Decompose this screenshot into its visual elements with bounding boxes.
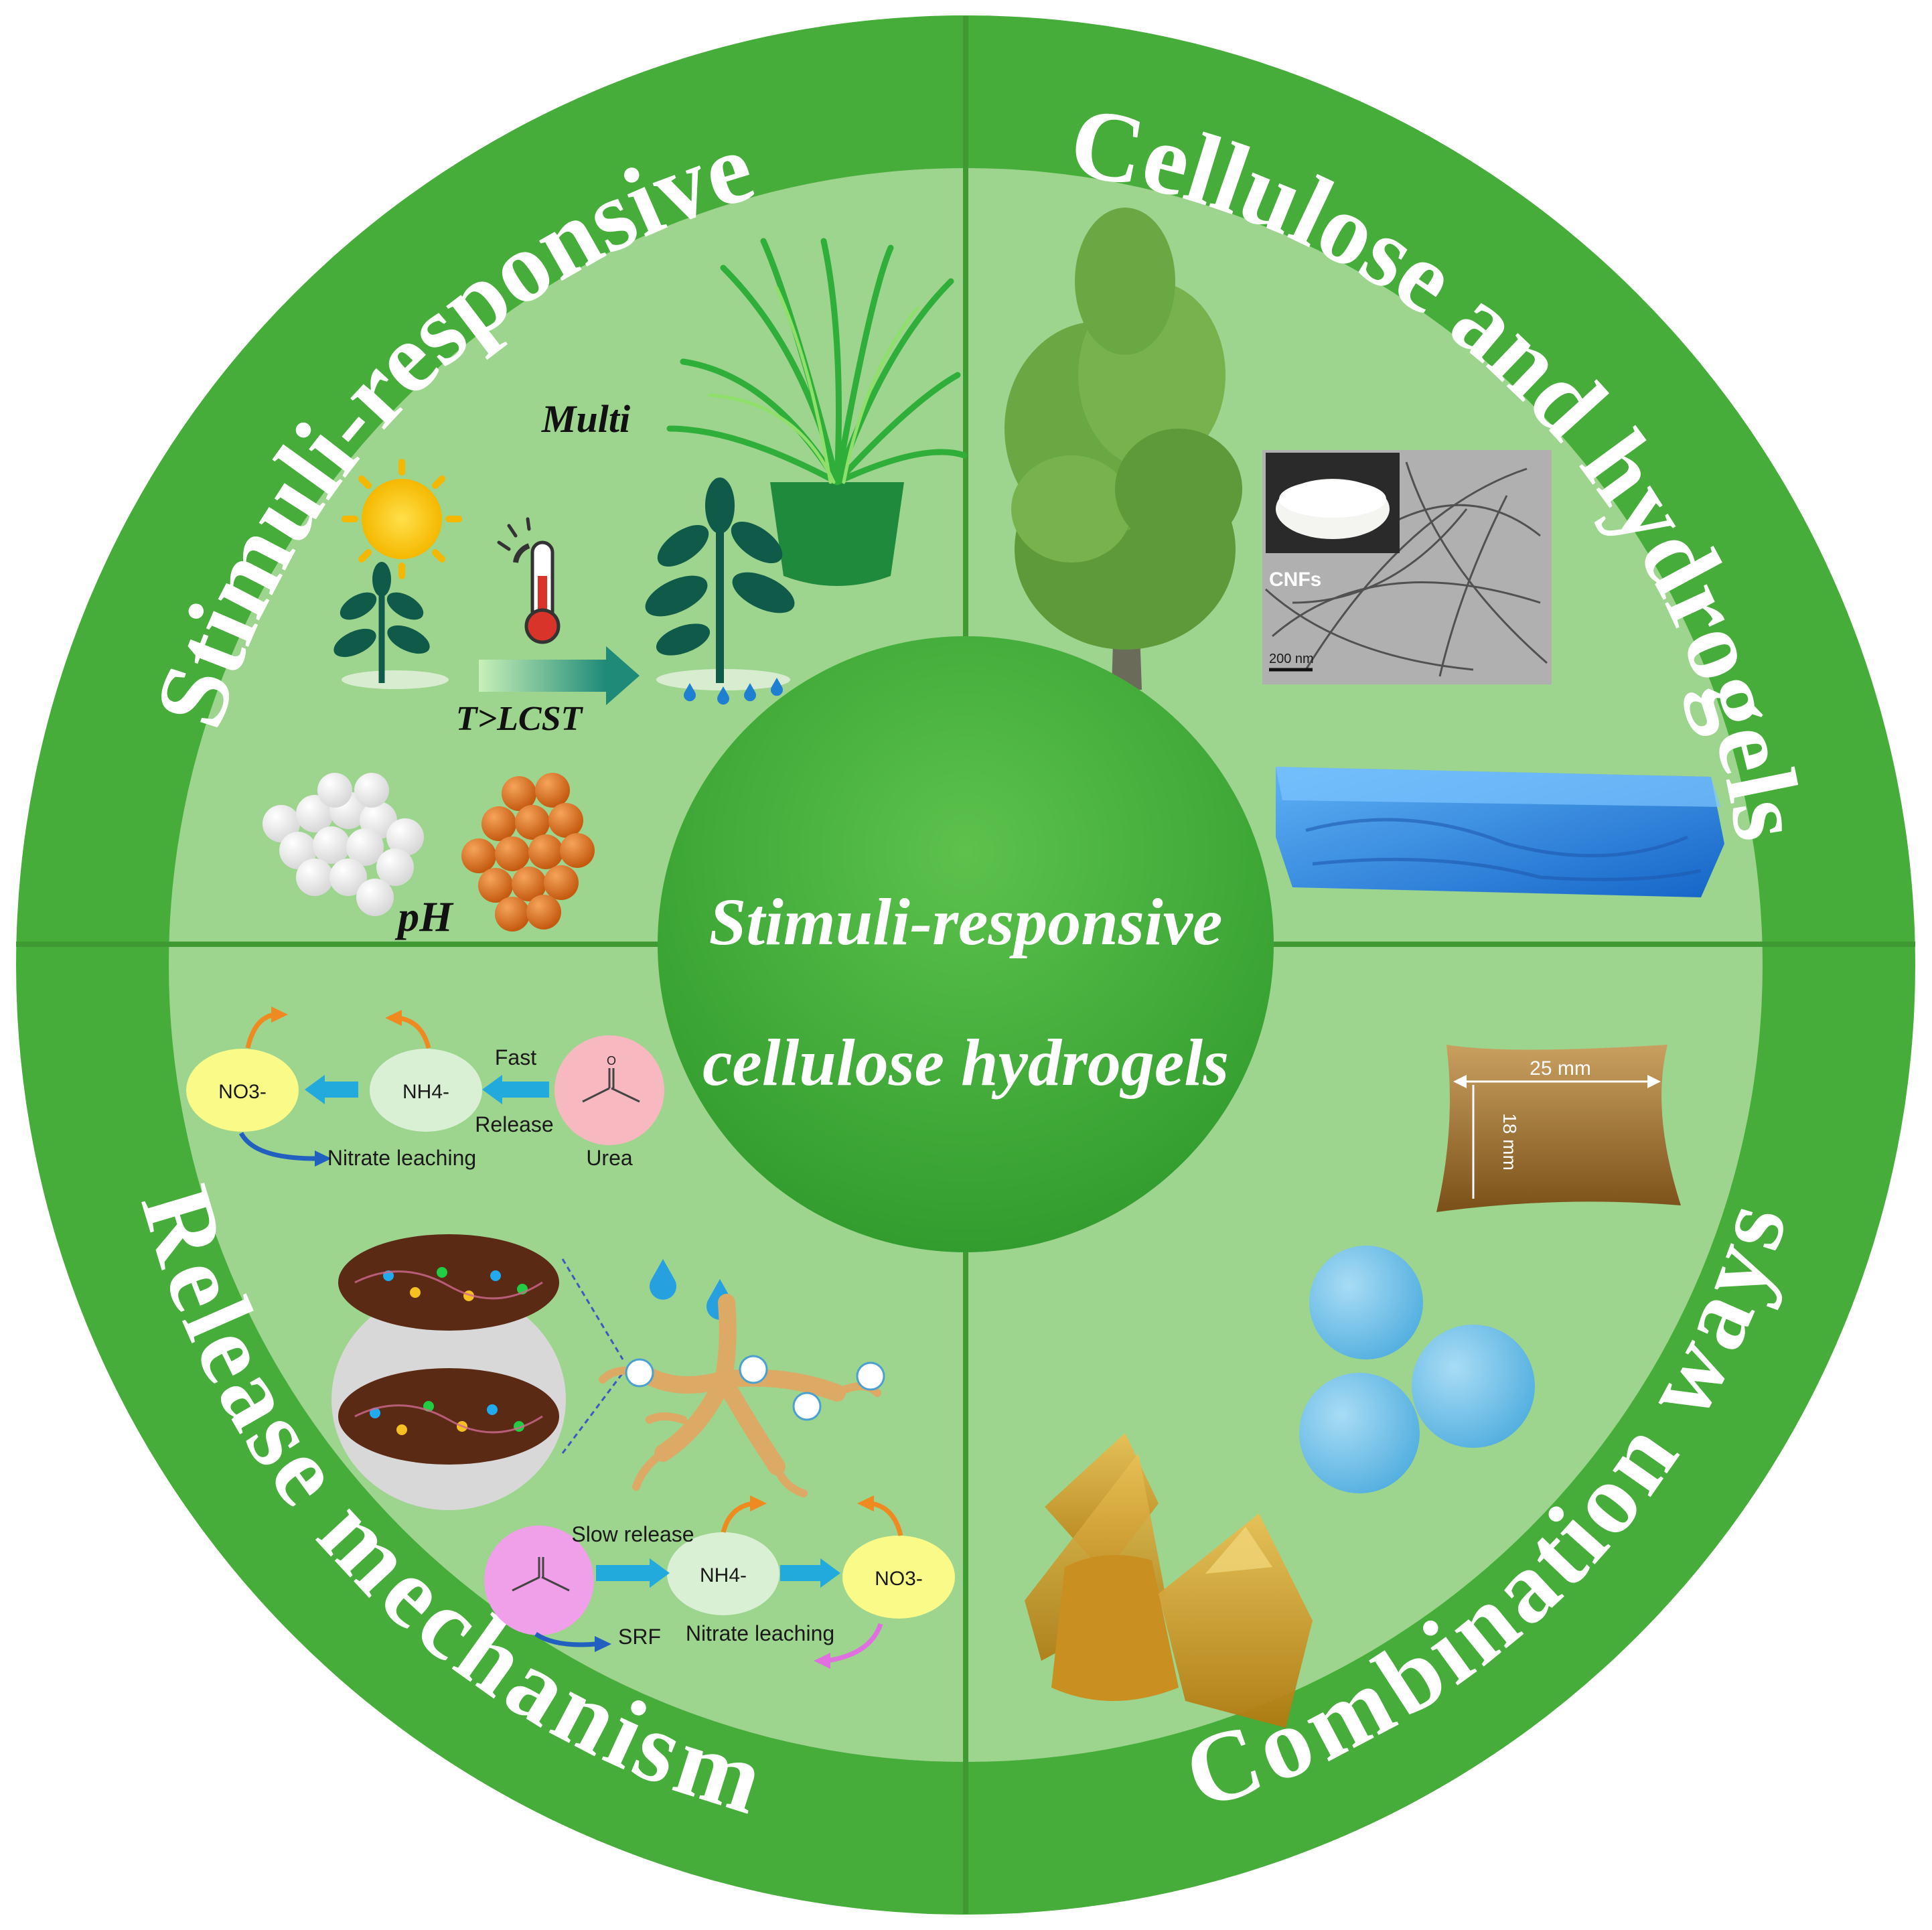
multi-label: Multi [541,397,630,441]
leach-arrow-shaft-bottom [780,1565,820,1581]
srf-curve-arrow [534,1632,597,1647]
temperature-arrow-icon [479,646,640,705]
nitrate-node [186,1049,299,1132]
emission-arrow-3 [721,1501,754,1533]
urea-molecule-icon-bottom [512,1557,570,1592]
leach-arrow-head [305,1075,325,1104]
white-beads-image [263,773,424,916]
blue-hydrogel-spheres-image [1299,1246,1535,1493]
stimuli-quadrant: Multi [263,238,968,940]
cnf-micrograph-image: CNFs 200 nm [1262,450,1552,684]
release-label: Release [475,1112,553,1136]
brown-hydrogel-block-image: 25 mm 18 mm [1436,1045,1681,1212]
orange-beads-image [461,773,595,932]
cnf-label: CNFs [1269,569,1321,591]
nitrate-node-bottom [842,1536,955,1619]
leach-arrow-shaft [325,1082,358,1098]
ammonium-label: NH4- [402,1081,449,1103]
srf-label: SRF [618,1625,661,1649]
release-quadrant: NO3- NH4- O Fast Release Urea Nitrate le… [186,1007,955,1669]
emission-arrow-2 [398,1015,431,1049]
scale-label: 200 nm [1269,652,1314,666]
center-title-line2: cellulose hydrogels [702,1025,1229,1100]
urea-label: Urea [586,1146,633,1170]
amber-hydrogel-pieces-image [1025,1433,1313,1728]
fast-release-pathway: NO3- NH4- O Fast Release Urea Nitrate le… [186,1007,664,1170]
nitrate-label-bottom: NO3- [875,1568,923,1590]
leaching-curve-arrow-bottom [826,1623,883,1663]
fast-label: Fast [495,1045,536,1069]
large-plant-icon [645,477,795,705]
lcst-label: T>LCST [456,700,584,738]
slow-arrow-shaft [596,1565,650,1581]
nitrate-label: NO3- [218,1081,267,1103]
nitrate-leaching-label-top: Nitrate leaching [327,1146,476,1170]
ammonium-node [370,1049,482,1132]
blue-hydrogel-image [1276,767,1724,897]
center-disc [658,636,1274,1252]
center-title-line1: Stimuli-responsive [709,885,1223,959]
tree-image [1005,208,1242,690]
cellulose-quadrant: CNFs 200 nm [1005,208,1724,897]
hydrogel-capsule-icon [331,1234,624,1510]
height-label: 18 mm [1499,1113,1520,1171]
slow-arrow-head [650,1558,670,1588]
ph-label: pH [394,893,454,940]
emission-arrow-1 [245,1012,275,1049]
emission-arrow-4 [870,1501,903,1536]
combination-quadrant: 25 mm 18 mm [1025,1045,1681,1728]
sun-icon [342,459,462,579]
width-label: 25 mm [1530,1057,1591,1080]
fast-arrow-shaft [502,1082,549,1098]
ammonium-node-bottom [667,1532,779,1615]
urea-node-bottom [484,1526,594,1635]
fast-arrow-head [482,1075,502,1104]
slow-release-label: Slow release [571,1522,694,1546]
root-icon [599,1259,885,1497]
leach-arrow-head-bottom [820,1558,840,1588]
urea-molecule-icon [582,1068,640,1103]
grass-pot-image [666,238,968,586]
urea-node [554,1035,664,1145]
ammonium-label-bottom: NH4- [700,1564,747,1586]
small-plant-icon [333,562,449,689]
slow-release-pathway: NH4- NO3- Slow release SRF Nitrate leach… [484,1495,955,1669]
nitrate-leaching-label-bottom: Nitrate leaching [686,1621,834,1645]
leaching-curve-arrow [238,1132,315,1161]
thermometer-icon [497,517,561,644]
urea-oxygen: O [607,1054,616,1067]
